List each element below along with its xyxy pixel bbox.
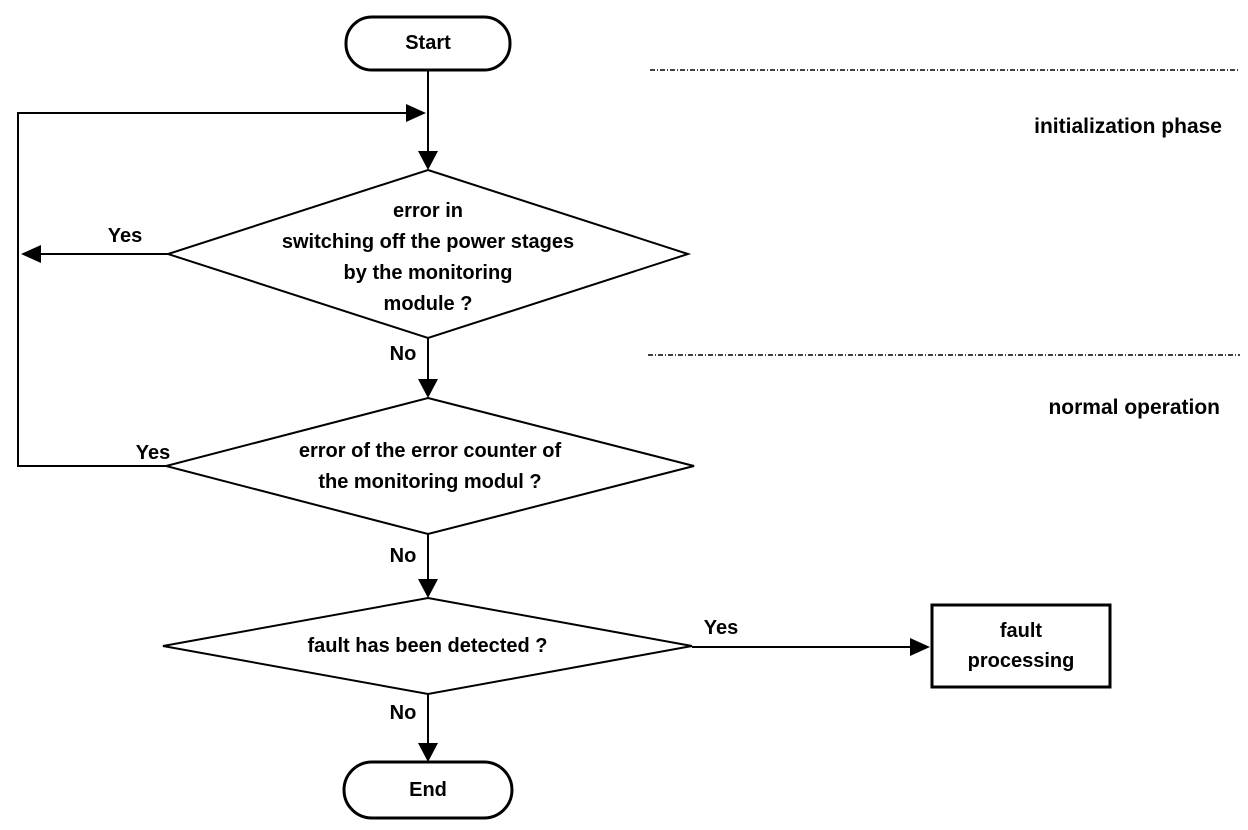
fault-processing-box-shape	[930, 603, 1112, 689]
arrowhead-into-decision2	[418, 379, 438, 398]
arrowhead-loop-junction	[406, 104, 426, 122]
decision1-no-label: No	[389, 342, 417, 365]
end-node-shape	[342, 760, 514, 820]
phase-label-initialization: initialization phase	[1034, 114, 1222, 138]
decision2-no-label: No	[389, 544, 417, 567]
decision1-diamond-shape	[164, 168, 692, 340]
arrowhead-into-decision1	[418, 151, 438, 170]
decision3-no-label: No	[389, 701, 417, 724]
decision1-label: error in switching off the power stages …	[281, 200, 575, 315]
edge-loopback-left	[17, 112, 407, 467]
arrowhead-into-end	[418, 743, 438, 762]
decision2-label: error of the error counter of the monito…	[298, 440, 562, 493]
decision3-label: fault has been detected ?	[307, 634, 548, 657]
start-node-shape	[344, 15, 512, 72]
arrowhead-into-decision3	[418, 579, 438, 598]
arrowhead-into-fault-box	[910, 638, 930, 656]
decision3-diamond-shape	[162, 596, 693, 696]
decision2-yes-label: Yes	[135, 441, 171, 464]
fault-processing-label: fault processing	[967, 620, 1075, 672]
decision3-yes-label: Yes	[703, 616, 739, 639]
phase-label-normal-operation: normal operation	[1048, 395, 1220, 419]
arrowhead-decision1-yes	[21, 245, 41, 263]
start-node-label: Start	[405, 32, 451, 54]
decision2-diamond-shape	[162, 396, 695, 536]
decision1-yes-label: Yes	[107, 224, 143, 247]
end-node-label: End	[409, 778, 447, 801]
